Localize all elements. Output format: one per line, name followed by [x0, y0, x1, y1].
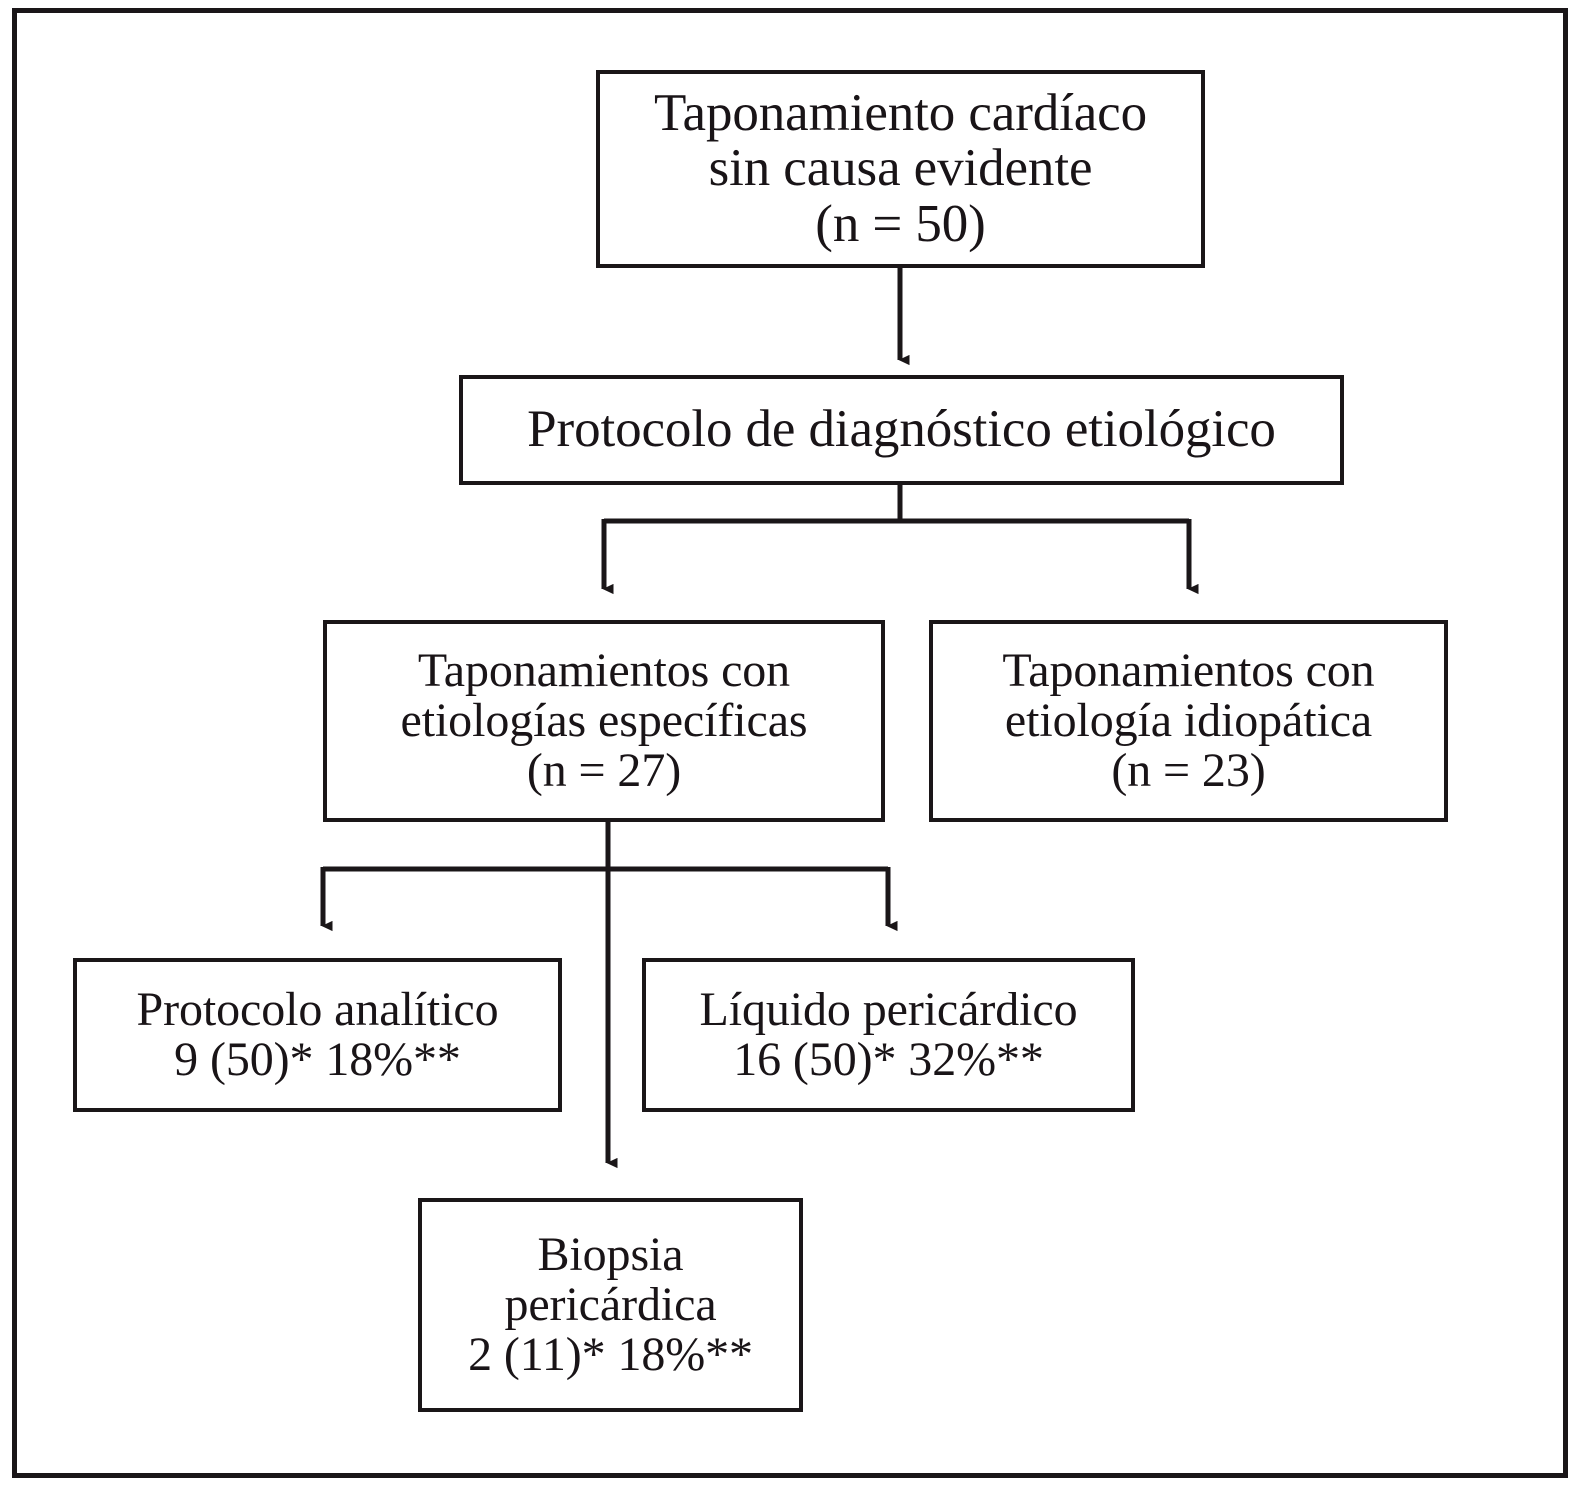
node-idiopathic-etiology: Taponamientos con etiología idiopática (… [929, 620, 1448, 822]
node-line: Taponamientos con [417, 644, 791, 698]
node-pericardial-fluid: Líquido pericárdico 16 (50)* 32%** [642, 958, 1135, 1112]
node-line: (n = 23) [1111, 743, 1266, 797]
node-line: Biopsia [537, 1228, 684, 1282]
node-analytic-protocol: Protocolo analítico 9 (50)* 18%** [73, 958, 562, 1112]
node-stat-line: 2 (11)* 18%** [468, 1327, 753, 1381]
node-line: sin causa evidente [708, 139, 1093, 198]
node-line: Taponamientos con [1002, 644, 1375, 698]
node-specific-etiologies: Taponamientos con etiologías específicas… [323, 620, 885, 822]
node-line: etiología idiopática [1004, 694, 1373, 748]
node-stat-line: 9 (50)* 18%** [174, 1033, 461, 1086]
node-line: Taponamiento cardíaco [653, 84, 1148, 143]
node-line: Protocolo analítico [136, 983, 499, 1037]
node-tamponade-no-cause: Taponamiento cardíaco sin causa evidente… [596, 70, 1205, 268]
node-line: (n = 50) [815, 194, 986, 253]
node-pericardial-biopsy: Biopsia pericárdica 2 (11)* 18%** [418, 1198, 803, 1412]
node-line: Líquido pericárdico [699, 983, 1078, 1037]
node-line: etiologías específicas [400, 694, 808, 748]
node-diagnostic-protocol: Protocolo de diagnóstico etiológico [459, 375, 1344, 485]
node-stat-line: 16 (50)* 32%** [733, 1033, 1044, 1086]
node-line: (n = 27) [526, 743, 682, 797]
node-line: pericárdica [504, 1278, 717, 1332]
node-line: Protocolo de diagnóstico etiológico [527, 400, 1276, 459]
figure-border [12, 8, 1568, 1478]
